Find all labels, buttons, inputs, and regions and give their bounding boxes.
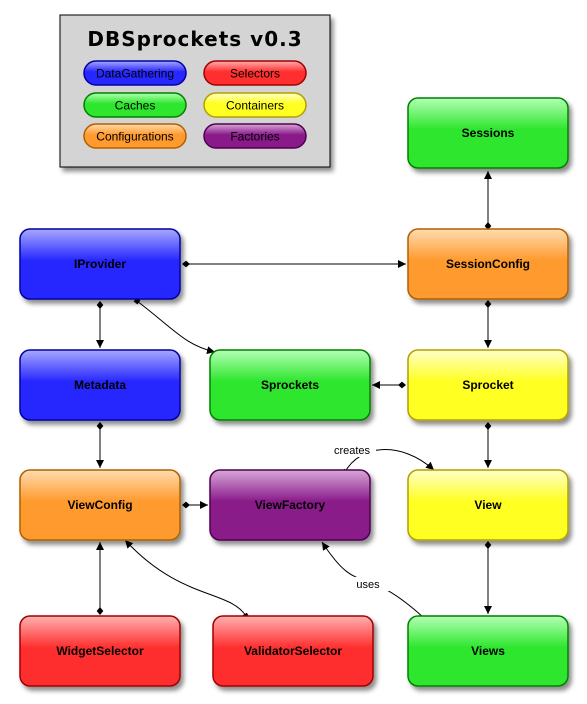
node-label: Sprockets	[261, 378, 319, 392]
node-box	[212, 615, 374, 687]
legend-item-factories: Factories	[203, 123, 307, 149]
legend-swatch	[203, 92, 307, 118]
edge-label-background	[328, 443, 376, 457]
node-sprocket[interactable]: Sprocket	[407, 349, 569, 421]
edge-label-creates: creates	[334, 445, 371, 457]
legend-item-label: Factories	[230, 130, 279, 144]
node-metadata[interactable]: Metadata	[19, 349, 181, 421]
node-sessionconfig[interactable]: SessionConfig	[407, 228, 569, 300]
node-box	[407, 228, 569, 300]
node-view[interactable]: View	[407, 469, 569, 541]
legend-item-label: Selectors	[230, 67, 280, 81]
legend-item-label: Caches	[115, 99, 156, 113]
legend-swatch	[203, 60, 307, 86]
edges-layer: creates uses	[96, 171, 492, 620]
legend-item-selectors: Selectors	[203, 60, 307, 86]
legend-item-configurations: Configurations	[83, 123, 187, 149]
legend-item-datagathering: DataGathering	[83, 60, 187, 86]
legend-swatch	[83, 60, 187, 86]
node-box	[19, 469, 181, 541]
node-label: Metadata	[74, 378, 126, 392]
node-box	[407, 615, 569, 687]
legend-swatch	[83, 123, 187, 149]
legend-title: DBSprockets v0.3	[87, 27, 302, 51]
node-label: WidgetSelector	[56, 644, 144, 658]
node-box	[407, 349, 569, 421]
edge-label-uses: uses	[356, 579, 380, 591]
node-box	[19, 349, 181, 421]
node-views[interactable]: Views	[407, 615, 569, 687]
node-box	[209, 469, 371, 541]
node-box	[407, 97, 569, 169]
node-label: IProvider	[74, 257, 126, 271]
edge-label-background	[344, 577, 392, 591]
node-box	[407, 469, 569, 541]
node-validatorselector[interactable]: ValidatorSelector	[212, 615, 374, 687]
legend-swatch	[203, 123, 307, 149]
node-label: Views	[471, 644, 505, 658]
node-box	[19, 228, 181, 300]
legend-item-label: Configurations	[96, 130, 173, 144]
node-viewfactory[interactable]: ViewFactory	[209, 469, 371, 541]
node-label: View	[474, 498, 502, 512]
node-widgetselector[interactable]: WidgetSelector	[19, 615, 181, 687]
node-label: Sessions	[462, 126, 515, 140]
node-label: ValidatorSelector	[244, 644, 342, 658]
edge-validatorselector-to-viewconfig	[124, 539, 250, 620]
node-viewconfig[interactable]: ViewConfig	[19, 469, 181, 541]
node-sessions[interactable]: Sessions	[407, 97, 569, 169]
edge-iprovider-to-sprockets	[133, 297, 216, 355]
edge-viewfactory-to-view	[341, 449, 435, 476]
node-sprockets[interactable]: Sprockets	[209, 349, 371, 421]
node-label: SessionConfig	[446, 257, 530, 271]
legend-item-label: DataGathering	[96, 67, 174, 81]
node-box	[19, 615, 181, 687]
legend-item-caches: Caches	[83, 92, 187, 118]
node-label: ViewFactory	[255, 498, 326, 512]
node-iprovider[interactable]: IProvider	[19, 228, 181, 300]
node-label: ViewConfig	[67, 498, 132, 512]
legend-item-containers: Containers	[203, 92, 307, 118]
node-label: Sprocket	[462, 378, 513, 392]
node-box	[209, 349, 371, 421]
legend-swatch	[83, 92, 187, 118]
legend-item-label: Containers	[226, 99, 284, 113]
